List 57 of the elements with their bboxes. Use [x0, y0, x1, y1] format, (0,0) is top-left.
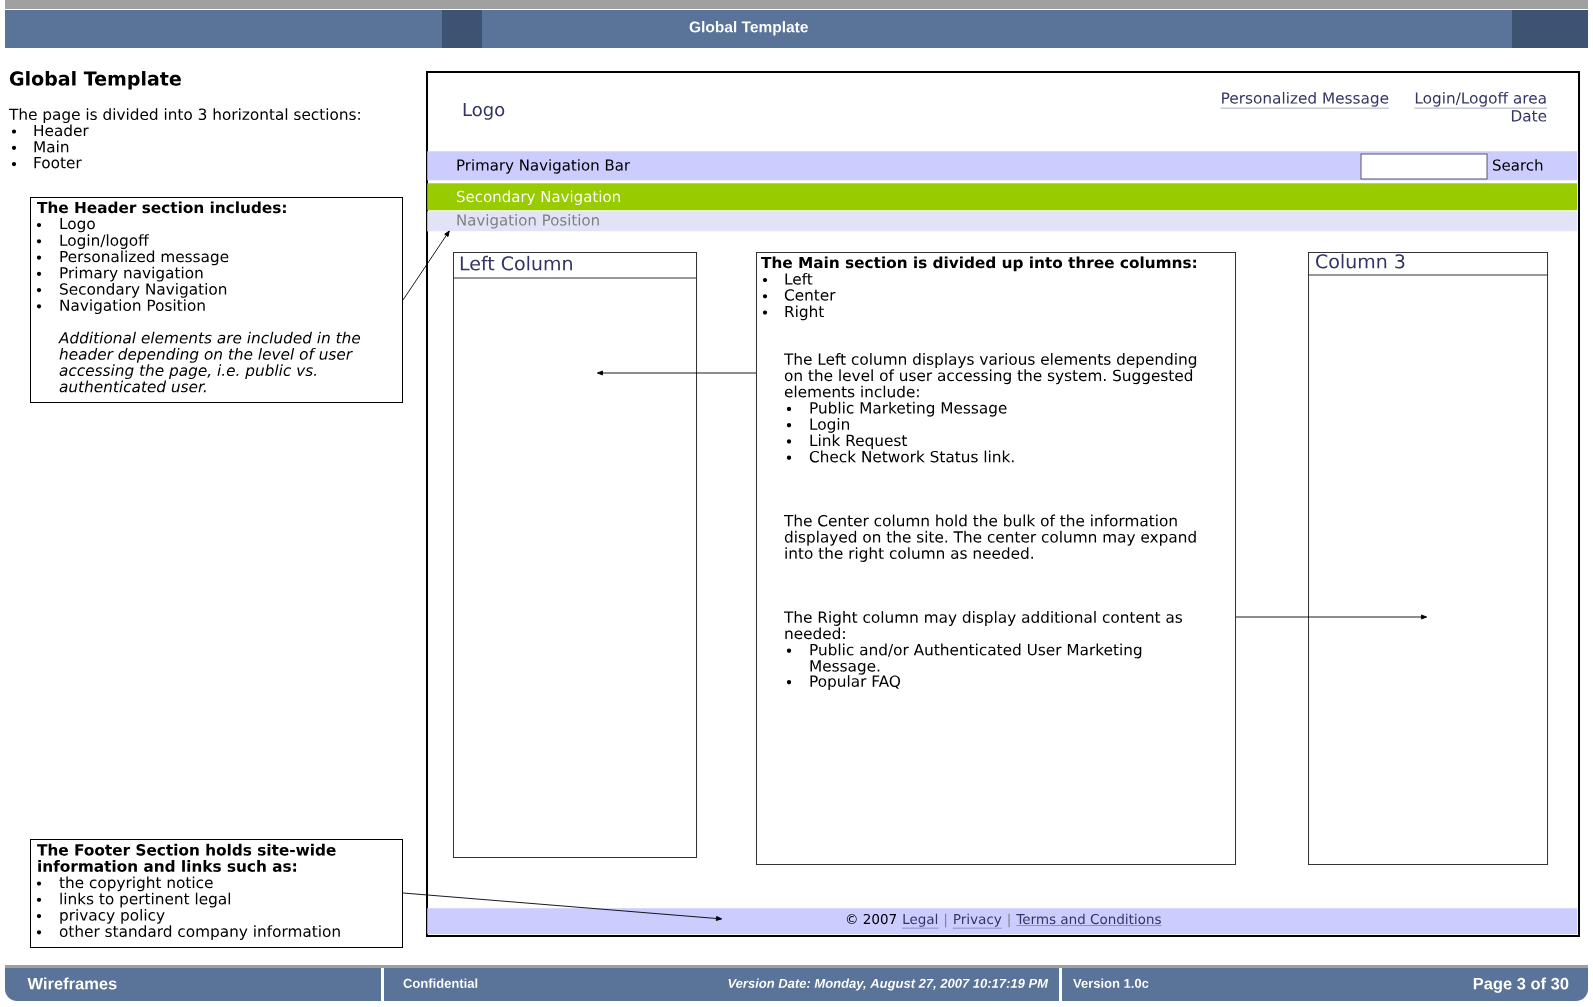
column-title: Left Column: [460, 255, 572, 271]
link: Login/Logoff area: [1414, 91, 1548, 109]
page-title: Global Template: [9, 71, 181, 90]
list-item: Check Network Status link.: [809, 450, 1014, 463]
column-title: Column 3: [1316, 253, 1405, 269]
nav-label: Primary Navigation Bar: [457, 159, 631, 174]
link: Legal: [901, 913, 939, 929]
placeholder-text: Logo: [463, 102, 505, 120]
list-item: Secondary Navigation: [60, 282, 227, 298]
list-item: Login/logoff: [60, 234, 149, 249]
paragraph: The Left column displays various elements depending on the level of user accessing the system. Suggested elements include:: [783, 353, 1197, 398]
separator: |: [1008, 913, 1010, 928]
heading: The Main section is divided up into three columns:: [761, 256, 1196, 272]
arrow: [402, 230, 450, 301]
list-item: Public and/or Authenticated User Marketing Message.: [810, 643, 1142, 675]
list-item: Footer: [34, 157, 82, 169]
list-item: Primary navigation: [60, 266, 203, 282]
note: Additional elements are included in the header depending on the level of user accessing the page, i.e. public vs. authenticated user.: [58, 331, 361, 393]
arrow: [402, 892, 723, 921]
list-item: Header: [34, 124, 89, 137]
link: Privacy: [952, 913, 1002, 929]
intro-text: The page is divided into 3 horizontal sections:: [8, 108, 360, 124]
search-label: Search: [1493, 159, 1543, 171]
nav-label: Navigation Position: [457, 214, 599, 229]
list-item: Right: [785, 305, 824, 321]
link: Personalized Message: [1220, 91, 1390, 109]
list-item: Main: [34, 140, 69, 153]
list-item: Navigation Position: [60, 299, 205, 315]
footer-text: Wireframes: [27, 977, 117, 990]
date-text: Date: [1511, 110, 1547, 122]
page-number: Page 3 of 30: [1473, 977, 1569, 993]
list-item: Login: [810, 418, 849, 433]
list-item: the copyright notice: [59, 876, 213, 892]
list-item: privacy policy: [60, 908, 165, 924]
paragraph: The Right column may display additional content as needed:: [783, 611, 1183, 640]
heading: The Header section includes:: [37, 201, 286, 214]
separator: |: [945, 913, 947, 928]
paragraph: The Center column hold the bulk of the information displayed on the site. The center column may expand into the right column as needed.: [783, 514, 1196, 562]
arrow: [596, 370, 757, 376]
footer-text: Confidential: [403, 978, 478, 988]
list-item: other standard company information: [59, 925, 340, 940]
copyright-notice: © 2007: [846, 913, 896, 925]
header-text: Global Template: [689, 21, 808, 36]
list-item: Link Request: [810, 434, 907, 450]
link: Terms and Conditions: [1016, 913, 1162, 926]
list-item: Logo: [60, 217, 95, 233]
footer-text: Version 1.0c: [1073, 978, 1149, 988]
list-item: links to pertinent legal: [60, 892, 231, 908]
list-item: Center: [784, 289, 836, 301]
heading: The Footer Section holds site-wide information and links such as:: [37, 843, 336, 872]
list-item: Public Marketing Message: [810, 401, 1007, 417]
arrow: [1235, 614, 1428, 620]
nav-label: Secondary Navigation: [457, 190, 620, 206]
list-item: Left: [785, 272, 813, 285]
footer-text: Version Date: Monday, August 27, 2007 10:17:19 PM: [728, 978, 1049, 991]
list-item: Personalized message: [60, 250, 229, 266]
list-item: Popular FAQ: [810, 675, 901, 690]
